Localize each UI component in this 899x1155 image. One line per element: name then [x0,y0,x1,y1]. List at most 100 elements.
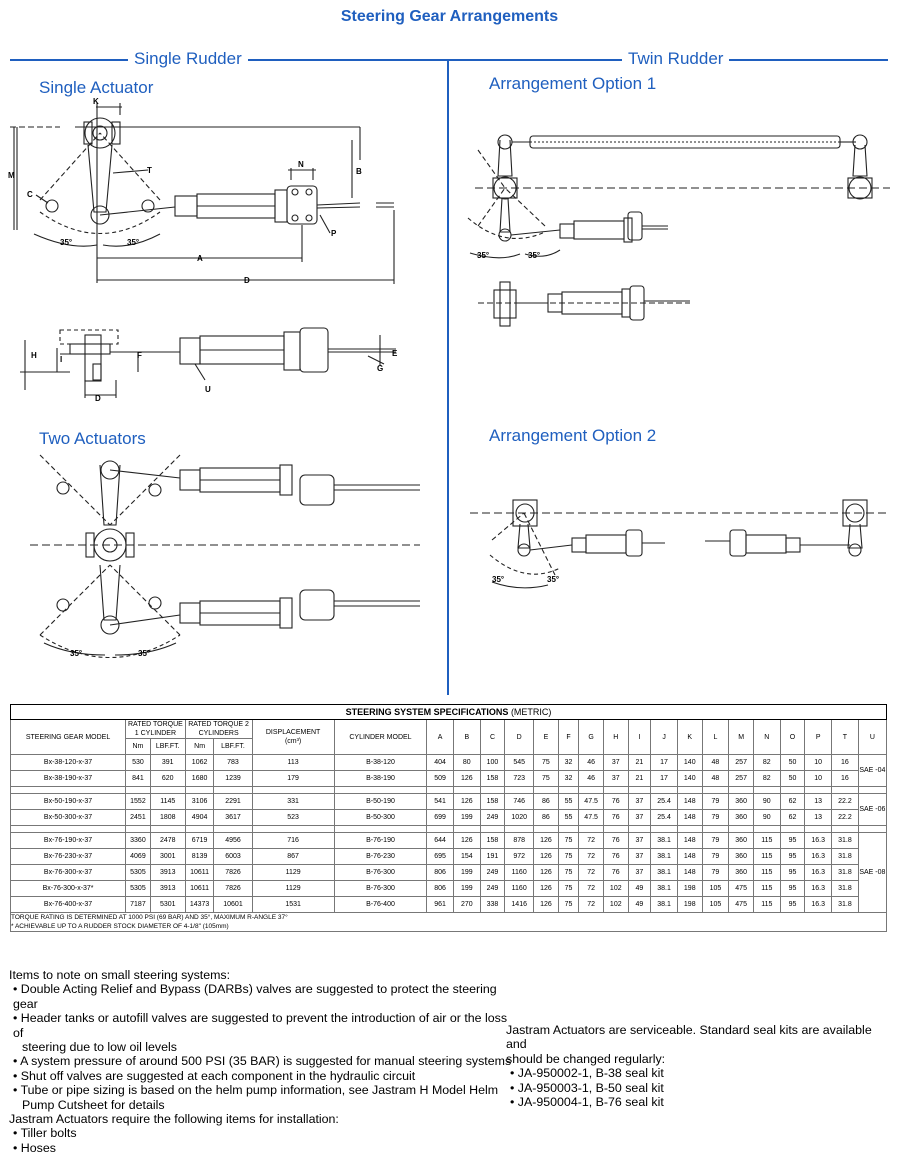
table-cell: 16.3 [804,848,833,865]
table-cell: 1062 [184,754,215,771]
table-cell: 126 [533,864,559,881]
table-cell: 46 [578,770,604,787]
table-cell: B-50-300 [333,809,428,826]
table-cell: 3001 [149,848,186,865]
table-cell: 878 [504,832,535,849]
table-cell: 5301 [149,896,186,913]
table-cell: 695 [426,848,454,865]
table-cell: 3360 [125,832,151,849]
col-header-letter: O [779,719,806,755]
separator-cell [857,825,888,833]
table-cell: 75 [557,864,580,881]
table-cell: 37 [602,770,629,787]
table-cell: 25.4 [650,793,678,810]
table-cell: 148 [676,832,703,849]
angle-label: 35° [127,238,139,247]
separator-cell [149,786,186,794]
table-cell: 32 [557,770,580,787]
table-cell: 115 [752,896,781,913]
table-cell: 76 [602,832,629,849]
table-cell: B-38-190 [333,770,428,787]
notes-heading: Items to note on small steering systems: [9,968,231,982]
table-cell: 2478 [149,832,186,849]
table-cell: 55 [557,809,580,826]
dim-label-d: D [244,276,250,285]
dim-label-b: B [356,167,362,176]
separator-cell [831,786,859,794]
table-cell: 37 [627,809,652,826]
table-cell: 50 [779,770,806,787]
table-cell: 126 [533,880,559,897]
table-cell: 257 [728,754,754,771]
table-cell: 16.3 [804,896,833,913]
note-item: • Double Acting Relief and Bypass (DARBs… [13,982,497,1011]
table-cell: 545 [504,754,535,771]
table-cell: 31.8 [831,832,859,849]
table-cell: 46 [578,754,604,771]
table-cell: 126 [452,770,481,787]
table-cell: 154 [452,848,481,865]
separator-cell [804,825,833,833]
sae-cell: SAE -06 [857,793,888,826]
col-header-letter: H [602,719,629,755]
separator-cell [184,825,215,833]
table-cell: 1416 [504,896,535,913]
col-header-letter: I [627,719,652,755]
col-header-torque1: RATED TORQUE 1 CYLINDER [125,719,186,739]
table-cell: 1145 [149,793,186,810]
table-cell: 105 [701,896,730,913]
table-cell: 72 [578,896,604,913]
dim-label-a: A [197,254,203,263]
model-cell: Bx-38-120-x-37 [9,754,127,771]
separator-cell [650,825,678,833]
table-cell: 113 [251,754,335,771]
table-cell: 523 [251,809,335,826]
table-cell: 620 [149,770,186,787]
table-cell: 391 [149,754,186,771]
table-cell: 148 [676,864,703,881]
col-header-letter: K [676,719,703,755]
table-cell: 95 [779,896,806,913]
col-header-letter: L [701,719,730,755]
separator-cell [804,786,833,794]
table-cell: 95 [779,880,806,897]
table-cell: 3913 [149,880,186,897]
table-cell: 5305 [125,880,151,897]
table-cell: 644 [426,832,454,849]
separator-cell [9,786,127,794]
two-actuators-heading: Two Actuators [39,429,146,448]
table-cell: 806 [426,880,454,897]
table-cell: 37 [627,793,652,810]
separator-cell [9,825,127,833]
table-cell: 76 [602,809,629,826]
separator-cell [728,825,754,833]
table-cell: 86 [533,809,559,826]
table-cell: B-38-120 [333,754,428,771]
table-cell: 6003 [213,848,253,865]
col-header-letter: D [504,719,535,755]
table-cell: 140 [676,754,703,771]
angle-label: 35° [492,575,504,584]
table-cell: 31.8 [831,880,859,897]
table-cell: 4069 [125,848,151,865]
table-cell: 126 [452,832,481,849]
separator-cell [701,786,730,794]
table-cell: 249 [479,880,506,897]
table-cell: 38.1 [650,848,678,865]
note-item: • Shut off valves are suggested at each … [13,1068,416,1083]
arrangement-drawings: K M C T N B P A D H I F E G D U 35° 35° … [8,97,890,658]
table-cell: 5305 [125,864,151,881]
table-cell: B-76-300 [333,864,428,881]
table-cell: 158 [479,793,506,810]
dim-label-g: G [377,364,383,373]
table-cell: 1680 [184,770,215,787]
table-cell: 199 [452,880,481,897]
table-cell: 1808 [149,809,186,826]
model-cell: Bx-76-230-x-37 [9,848,127,865]
separator-cell [650,786,678,794]
table-cell: 102 [602,880,629,897]
group-separator [9,825,888,833]
table-cell: 1239 [213,770,253,787]
col-header-torque2: RATED TORQUE 2 CYLINDERS [184,719,253,739]
